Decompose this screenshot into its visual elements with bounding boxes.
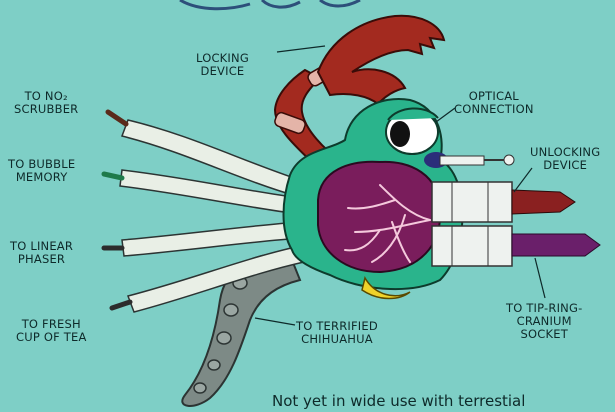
claw-pincer [318, 16, 444, 104]
syringe [440, 155, 514, 165]
title-fragment [180, 0, 360, 9]
caption: Not yet in wide use with terrestial [272, 392, 525, 410]
right-plug-lower [432, 226, 600, 266]
cable-plugs [104, 112, 130, 308]
creature-pupil [390, 121, 410, 147]
right-plug-upper [432, 182, 575, 222]
